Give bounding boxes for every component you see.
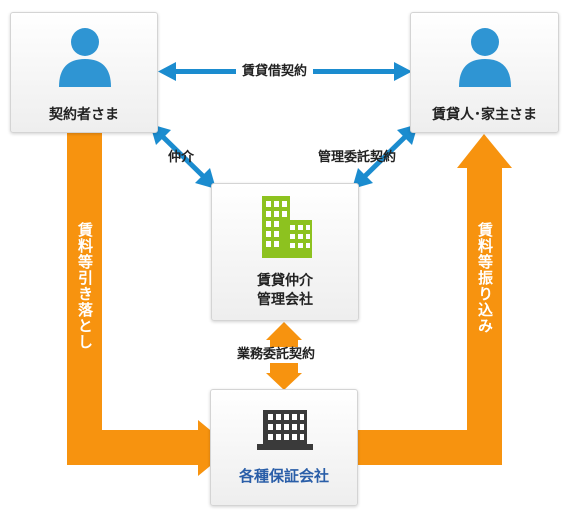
guarantor-label: 各種保証会社 xyxy=(238,467,329,485)
landlord-box[interactable]: 賃貸人･家主さま xyxy=(410,12,559,133)
person-icon xyxy=(459,28,511,87)
brokerage-arrow xyxy=(150,124,216,189)
right-flow-arrowhead xyxy=(457,134,512,168)
business-contract-label: 業務委託契約 xyxy=(233,347,320,363)
tenant-label: 契約者さま xyxy=(49,107,119,123)
office-building-icon xyxy=(257,410,313,450)
tenant-box[interactable]: 契約者さま xyxy=(10,12,158,133)
building-icon xyxy=(262,196,312,258)
person-icon xyxy=(59,28,111,87)
right-flow-label: 賃料等振り込み xyxy=(476,222,494,334)
guarantor-box[interactable]: 各種保証会社 xyxy=(210,389,358,506)
left-flow-label: 賃料等引き落とし xyxy=(76,222,94,350)
management-company-box[interactable]: 賃貸仲介 管理会社 xyxy=(211,183,359,321)
brokerage-label: 仲介 xyxy=(168,150,195,165)
management-label-line2: 管理会社 xyxy=(257,292,313,308)
management-contract-label: 管理委託契約 xyxy=(318,150,397,165)
left-flow-band xyxy=(67,132,200,465)
management-label-line1: 賃貸仲介 xyxy=(257,273,313,289)
lease-contract-label: 賃貸借契約 xyxy=(236,64,314,80)
right-flow-band xyxy=(357,168,502,465)
landlord-label: 賃貸人･家主さま xyxy=(432,107,537,123)
